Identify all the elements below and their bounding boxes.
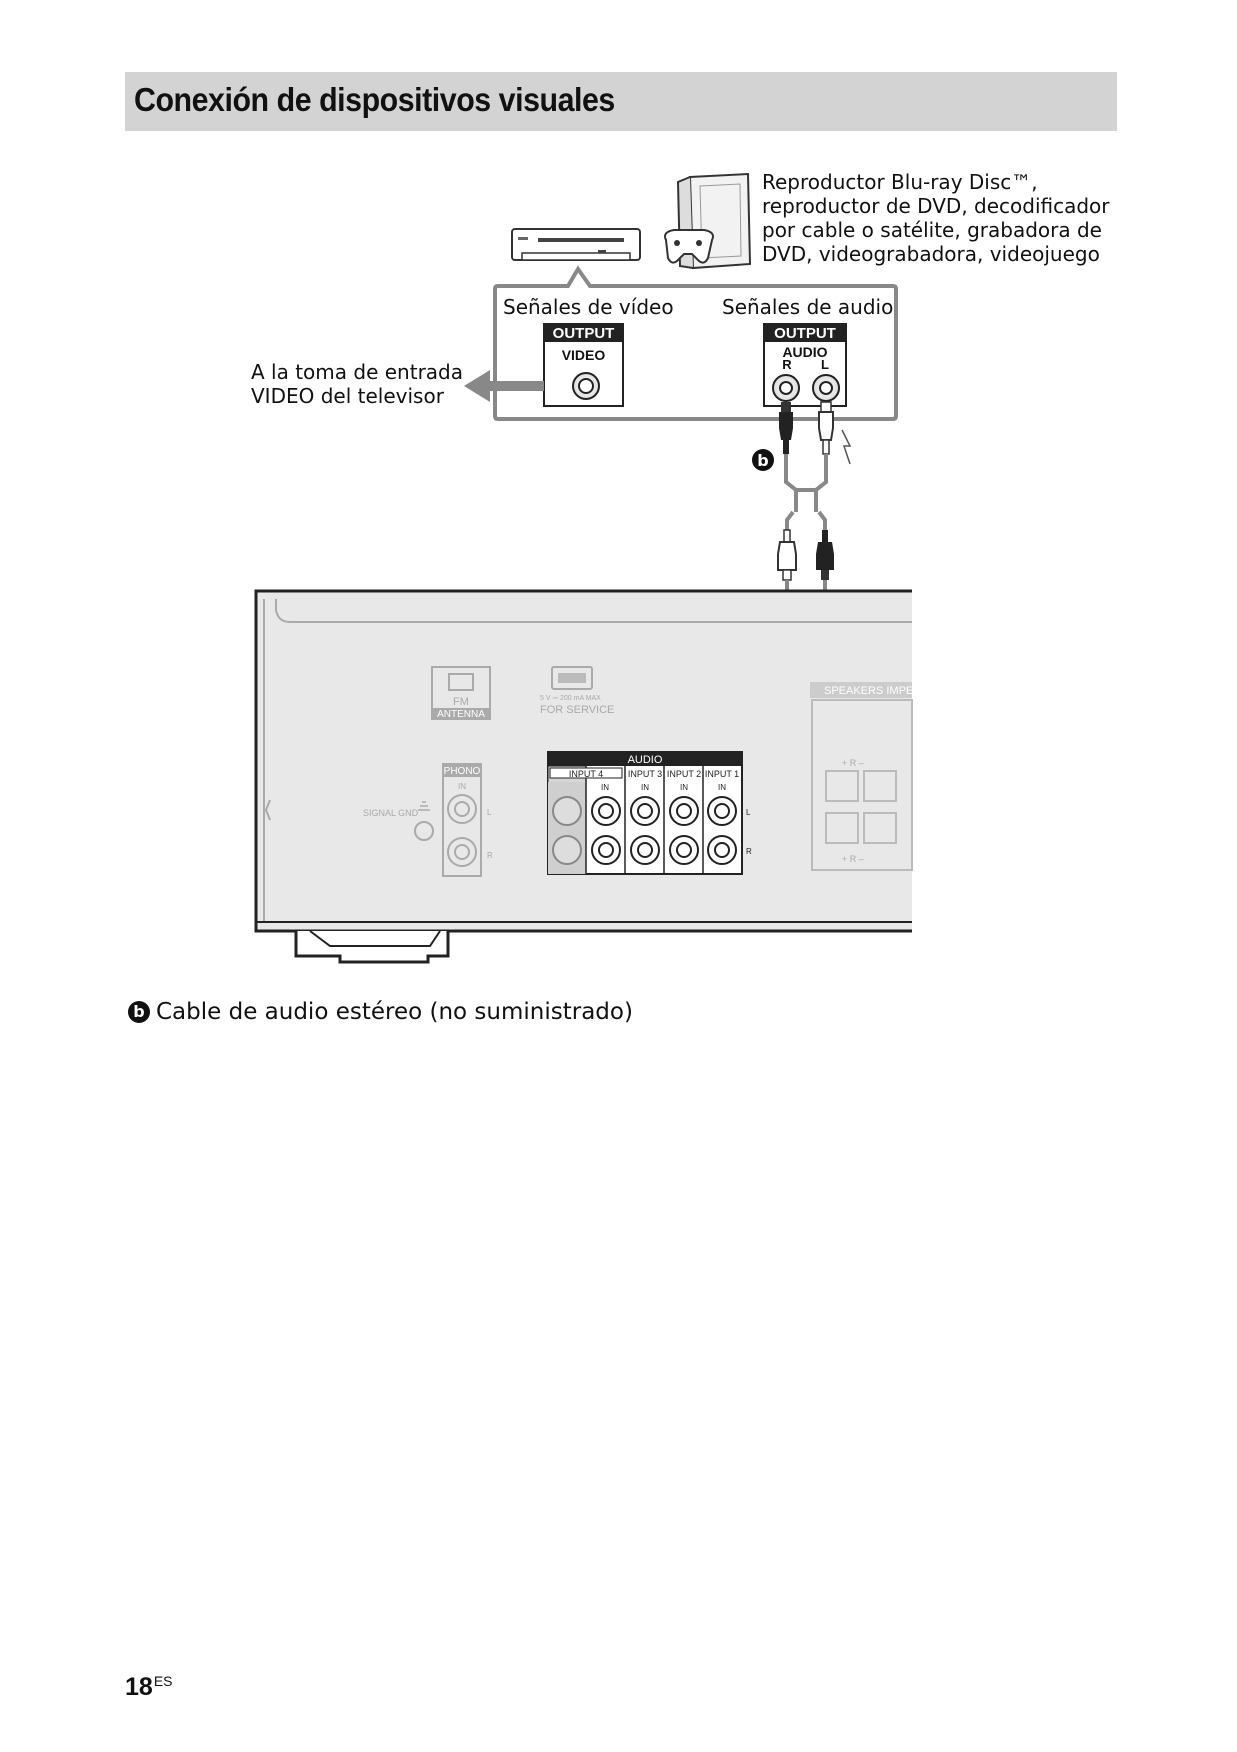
input-4-in-label: IN [601,783,609,792]
phono-label: PHONO [444,766,481,777]
audio-input-header: AUDIO [628,754,663,766]
audio-output-jacks: OUTPUT AUDIO R L [763,323,847,407]
device-description-line: reproductor de DVD, decodificador [762,194,1110,218]
for-service-label: FOR SERVICE [540,704,614,716]
audio-channel-l: L [821,357,829,372]
page-number-suffix: ES [153,1673,173,1689]
input-2-in-label: IN [680,783,688,792]
fm-label: FM [453,696,469,708]
to-tv-arrow-icon [464,370,544,402]
input-3-in-label: IN [641,783,649,792]
audio-channel-l-label: L [746,808,751,817]
tv-connection-line: A la toma de entrada [251,360,463,384]
speakers-label: SPEAKERS IMPED [824,685,921,697]
page-title: Conexión de dispositivos visuales [134,81,615,118]
speakers-polarity-top: + R – [842,758,864,768]
usb-spec: 5 V ⎓ 200 mA MAX [540,695,601,702]
speakers-polarity-bottom: + R – [842,854,864,864]
cable-marker: b [752,449,774,471]
input-3-label: INPUT 3 [628,769,662,779]
audio-jack-label: AUDIO [782,344,827,360]
video-jack-label: VIDEO [562,347,606,363]
cable-marker-letter: b [757,451,768,470]
input-2-label: INPUT 2 [667,769,701,779]
input-1-in-label: IN [718,783,726,792]
phono-in-label: IN [458,782,466,791]
audio-signals-heading: Señales de audio [722,295,893,319]
title-bar: Conexión de dispositivos visuales [125,72,1117,131]
cable-caption-marker: b [128,1001,150,1023]
device-description-line: Reproductor Blu-ray Disc™, [762,170,1038,194]
signal-gnd-label: SIGNAL GND [363,808,419,818]
audio-channel-r-label: R [746,847,752,856]
video-output-label: OUTPUT [553,325,615,342]
input-4-label: INPUT 4 [569,769,603,779]
device-description-line: DVD, videograbadora, videojuego [762,242,1100,266]
page-number: 18ES [125,1673,173,1702]
game-controller-icon [664,229,714,264]
video-output-jack: OUTPUT VIDEO [543,323,624,407]
device-description: Reproductor Blu-ray Disc™, reproductor d… [762,170,1110,266]
antenna-label: ANTENNA [437,709,485,720]
device-description-line: por cable o satélite, grabadora de [762,218,1102,242]
audio-channel-r: R [782,357,792,372]
disc-player-icon [511,228,641,261]
tv-connection-line: VIDEO del televisor [251,384,445,408]
cable-caption-text: Cable de audio estéreo (no suministrado) [156,999,633,1025]
phono-r-label: R [487,851,493,860]
receiver-rear-panel: FM ANTENNA 5 V ⎓ 200 mA MAX FOR SERVICE … [254,589,921,964]
page-number-value: 18 [125,1673,153,1701]
video-signals-heading: Señales de vídeo [503,295,674,319]
phono-l-label: L [487,808,492,817]
audio-output-label: OUTPUT [774,325,836,342]
input-1-label: INPUT 1 [705,769,739,779]
cable-caption: b Cable de audio estéreo (no suministrado… [128,999,633,1025]
